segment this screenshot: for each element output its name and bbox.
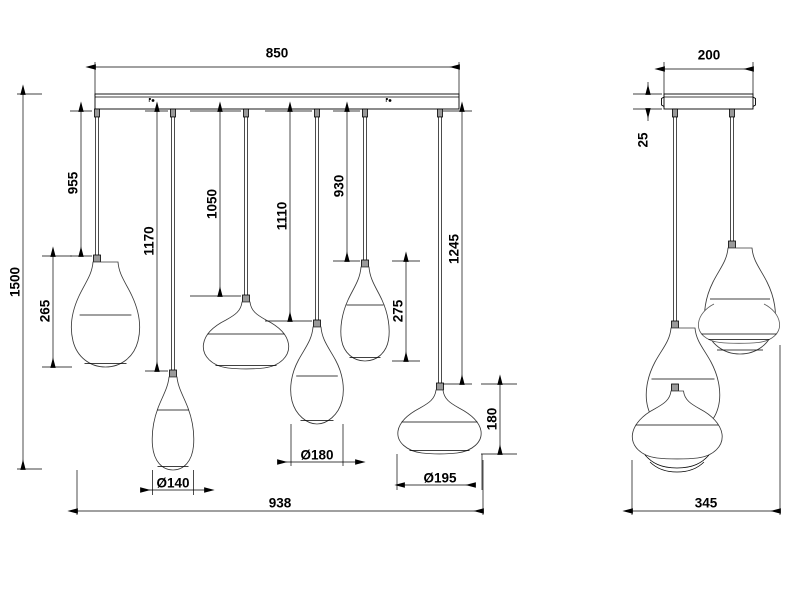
dim-drop-2: 1170 — [142, 101, 168, 372]
dim-shade-height-5: 275 — [391, 251, 420, 362]
ceiling-canopy-bar — [94, 93, 460, 110]
side-view-group: 200 25 — [622, 48, 781, 515]
pendant-shade-4 — [290, 319, 344, 425]
pendant-shade-5 — [340, 259, 390, 362]
cord-3 — [243, 108, 249, 298]
dim-drop-6: 1245 — [443, 101, 472, 385]
dim-overall-width: 938 — [67, 460, 484, 515]
dim-label-1050: 1050 — [205, 189, 220, 219]
dim-label-1170: 1170 — [142, 226, 157, 255]
cord-6 — [437, 108, 443, 386]
dim-diameter-180: Ø180 — [277, 424, 366, 466]
dim-total-height: 1500 — [8, 84, 42, 470]
dim-label-930: 930 — [332, 175, 347, 198]
cord-4 — [314, 108, 320, 323]
dim-label-1110: 1110 — [275, 202, 290, 231]
pendant-shade-6 — [397, 382, 482, 455]
dim-label-25: 25 — [636, 132, 651, 148]
dim-label-265: 265 — [38, 299, 53, 322]
mounting-hole-icon-left — [148, 98, 155, 102]
dim-label-1500: 1500 — [8, 267, 23, 297]
pendant-shade-3 — [202, 294, 290, 370]
pendant-shade-2 — [151, 369, 195, 471]
cord-1 — [94, 108, 100, 258]
suspension-cords — [94, 108, 443, 386]
dim-label-938: 938 — [269, 496, 292, 511]
dim-label-d140: Ø140 — [156, 476, 189, 491]
dim-drop-3: 1050 — [190, 101, 241, 297]
dim-label-200: 200 — [698, 48, 721, 63]
dim-overall-depth: 345 — [622, 345, 781, 515]
side-pendant-shade-2 — [698, 303, 780, 344]
dim-label-d195: Ø195 — [423, 471, 457, 486]
dim-drop-5: 930 — [332, 101, 360, 262]
side-pendant-shade-4 — [631, 383, 723, 473]
cord-5 — [362, 108, 368, 263]
dim-diameter-140: Ø140 — [140, 470, 215, 495]
dim-label-1245: 1245 — [447, 233, 462, 264]
dim-shade-height-6: 180 — [481, 374, 517, 455]
dim-shade-height-1: 265 — [38, 246, 72, 368]
dim-diameter-195: Ø195 — [394, 454, 483, 490]
cord-2 — [170, 108, 176, 373]
dim-canopy-depth: 200 — [654, 48, 754, 94]
dim-drop-4: 1110 — [265, 101, 312, 322]
dim-label-d180: Ø180 — [300, 448, 333, 463]
pendant-shade-1 — [71, 254, 140, 368]
dim-label-275: 275 — [391, 299, 406, 322]
dim-label-850: 850 — [266, 46, 289, 61]
front-view-group: 850 — [8, 46, 517, 515]
dim-canopy-thickness: 25 — [633, 82, 662, 148]
dim-drop-1: 955 — [66, 101, 92, 257]
side-ceiling-canopy — [661, 93, 756, 110]
dim-label-180: 180 — [485, 408, 500, 431]
dim-canopy-width: 850 — [85, 46, 460, 96]
mounting-hole-icon-right — [385, 98, 392, 102]
dim-label-955: 955 — [66, 171, 81, 194]
side-cord-2 — [729, 108, 735, 244]
dim-label-345: 345 — [695, 496, 718, 511]
